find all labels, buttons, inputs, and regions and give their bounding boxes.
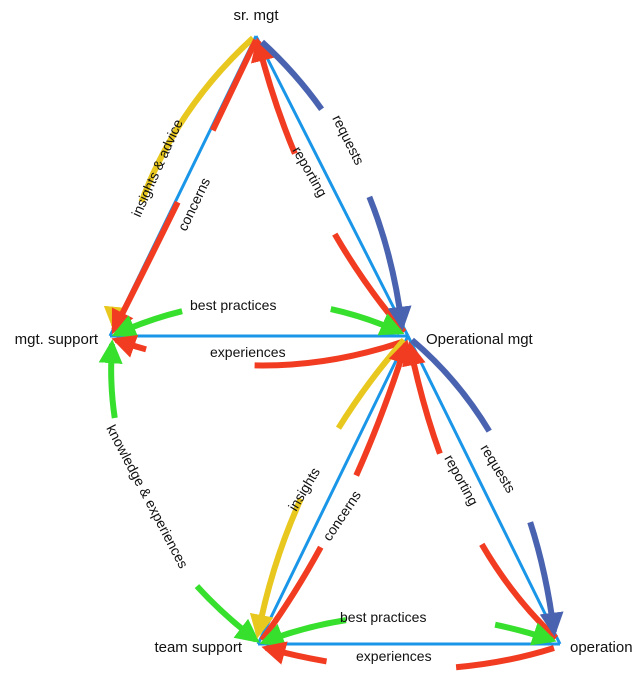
mgt-support-node: mgt. support <box>15 331 99 348</box>
sr-mgt-to-operational-mgt-line <box>254 35 410 337</box>
reporting-bottom-label: reporting <box>441 452 481 508</box>
knowledge-experiences-label: knowledge & experiences <box>103 422 191 571</box>
concerns-bottom-label: concerns <box>319 487 364 543</box>
operational-mgt-node: Operational mgt <box>426 331 534 348</box>
requests-top-arrow <box>259 39 412 331</box>
best-practices-top-arrow <box>111 298 405 338</box>
sr-mgt-node: sr. mgt <box>233 7 279 24</box>
concerns-bottom-arrow <box>259 339 412 642</box>
concerns-top-arrow <box>111 38 259 335</box>
best-practices-bottom-arrow <box>259 612 557 647</box>
team-support-node: team support <box>154 639 242 656</box>
requests-bottom-arrow <box>410 337 564 637</box>
knowledge-experiences-arrow <box>98 339 260 643</box>
concerns-top-label: concerns <box>174 175 213 233</box>
best-practices-top-label: best practices <box>190 297 276 313</box>
reporting-top-arrow <box>251 37 407 334</box>
insights-arrow <box>249 338 407 639</box>
operation-node: operation <box>570 639 633 656</box>
reporting-bottom-arrow <box>402 341 559 641</box>
experiences-top-label: experiences <box>210 344 286 360</box>
insights-advice-arrow <box>103 35 256 331</box>
operational-mgt-to-team-support-line <box>256 335 410 645</box>
requests-top-label: requests <box>329 112 367 167</box>
experiences-bottom-arrow <box>261 641 555 672</box>
insights-label: insights <box>285 465 323 514</box>
experiences-bottom-label: experiences <box>356 648 432 664</box>
operational-mgt-to-operation-line <box>406 335 562 645</box>
best-practices-bottom-label: best practices <box>340 609 426 625</box>
